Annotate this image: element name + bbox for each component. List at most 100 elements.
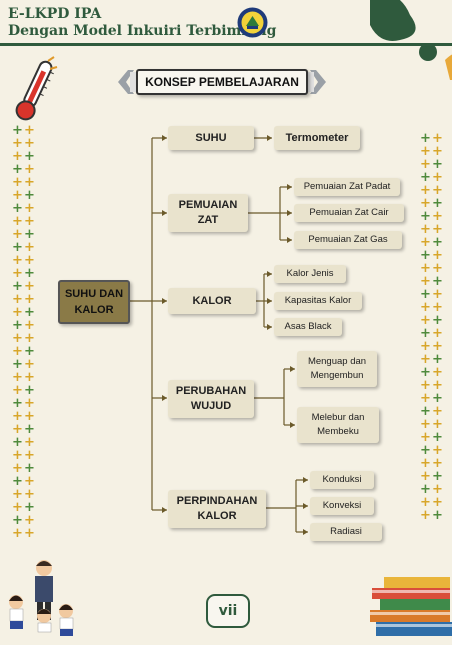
plus-icon: + [24, 188, 35, 203]
plus-icon: + [12, 240, 23, 255]
books-stack-icon [366, 572, 452, 640]
page-number: vii [218, 603, 238, 619]
plus-icon: + [12, 331, 23, 346]
plus-icon: + [12, 253, 23, 268]
plus-icon: + [12, 474, 23, 489]
plus-icon: + [24, 175, 35, 190]
plus-icon: + [12, 279, 23, 294]
plus-icon: + [420, 339, 431, 354]
plus-icon: + [420, 378, 431, 393]
plus-icon: + [12, 513, 23, 528]
plus-icon: + [420, 287, 431, 302]
plus-icon: + [432, 274, 443, 289]
plus-icon: + [432, 339, 443, 354]
plus-icon: + [24, 305, 35, 320]
plus-icon: + [12, 318, 23, 333]
plus-icon: + [24, 266, 35, 281]
plus-icon: + [432, 235, 443, 250]
plus-icon: + [12, 344, 23, 359]
plus-icon: + [12, 305, 23, 320]
title-banner: KONSEP PEMBELAJARAN [118, 66, 326, 98]
plus-icon: + [12, 201, 23, 216]
plus-icon: + [24, 383, 35, 398]
plus-icon: + [420, 443, 431, 458]
corner-decoration [370, 0, 452, 80]
plus-icon: + [432, 313, 443, 328]
page-title: KONSEP PEMBELAJARAN [136, 69, 308, 95]
plus-icon: + [420, 482, 431, 497]
plus-icon: + [24, 331, 35, 346]
plus-icon: + [12, 435, 23, 450]
plus-icon: + [24, 279, 35, 294]
plus-icon: + [432, 287, 443, 302]
plus-icon: + [12, 461, 23, 476]
plus-icon: + [432, 300, 443, 315]
plus-icon: + [420, 300, 431, 315]
plus-icon: + [24, 487, 35, 502]
page-number-badge: vii [206, 594, 250, 628]
plus-icon: + [420, 157, 431, 172]
thermometer-icon [10, 55, 58, 125]
plus-icon: + [24, 162, 35, 177]
plus-icon: + [420, 365, 431, 380]
plus-icon: + [12, 214, 23, 229]
plus-icon: + [24, 448, 35, 463]
branch-pemuaian-zat: PEMUAIAN ZAT [168, 194, 248, 232]
plus-icon: + [420, 235, 431, 250]
plus-icon: + [432, 443, 443, 458]
plus-icon: + [420, 170, 431, 185]
plus-icon: + [420, 183, 431, 198]
branch-perubahan-wujud: PERUBAHAN WUJUD [168, 380, 254, 418]
plus-icon: + [432, 482, 443, 497]
plus-icon: + [420, 469, 431, 484]
plus-icon: + [12, 149, 23, 164]
plus-icon: + [420, 430, 431, 445]
plus-icon: + [420, 144, 431, 159]
plus-icon: + [12, 136, 23, 151]
plus-icon: + [420, 209, 431, 224]
plus-icon: + [12, 422, 23, 437]
plus-icon: + [24, 500, 35, 515]
plus-icon: + [24, 409, 35, 424]
plus-icon: + [12, 500, 23, 515]
plus-icon: + [420, 261, 431, 276]
plus-icon: + [12, 123, 23, 138]
plus-icon: + [432, 430, 443, 445]
plus-icon: + [12, 396, 23, 411]
plus-icon: + [24, 474, 35, 489]
leaf-termometer: Termometer [274, 126, 360, 150]
plus-icon: + [12, 383, 23, 398]
plus-icon: + [432, 170, 443, 185]
plus-icon: + [432, 261, 443, 276]
plus-icon: + [420, 495, 431, 510]
plus-icon: + [24, 344, 35, 359]
plus-icon: + [432, 157, 443, 172]
plus-icon: + [12, 292, 23, 307]
plus-icon: + [12, 526, 23, 541]
plus-icon: + [432, 248, 443, 263]
plus-icon: + [420, 326, 431, 341]
plus-icon: + [24, 292, 35, 307]
plus-icon: + [12, 175, 23, 190]
plus-icon: + [12, 266, 23, 281]
plus-icon: + [24, 136, 35, 151]
plus-icon: + [420, 391, 431, 406]
branch-perpindahan-kalor: PERPINDAHAN KALOR [168, 490, 266, 528]
students-illustration [2, 556, 82, 638]
plus-icon: + [24, 253, 35, 268]
branch-suhu: SUHU [168, 126, 254, 150]
branch-kalor: KALOR [168, 288, 256, 314]
plus-icon: + [432, 183, 443, 198]
root-node: SUHU DAN KALOR [58, 280, 130, 324]
leaf-kalor-jenis: Kalor Jenis [274, 265, 346, 283]
leaf-asas-black: Asas Black [274, 318, 342, 336]
plus-icon: + [12, 188, 23, 203]
leaf-konveksi: Konveksi [310, 497, 374, 515]
plus-icon: + [24, 526, 35, 541]
plus-icon: + [24, 149, 35, 164]
plus-icon: + [24, 227, 35, 242]
plus-icon: + [420, 417, 431, 432]
plus-icon: + [24, 513, 35, 528]
plus-icon: + [24, 461, 35, 476]
